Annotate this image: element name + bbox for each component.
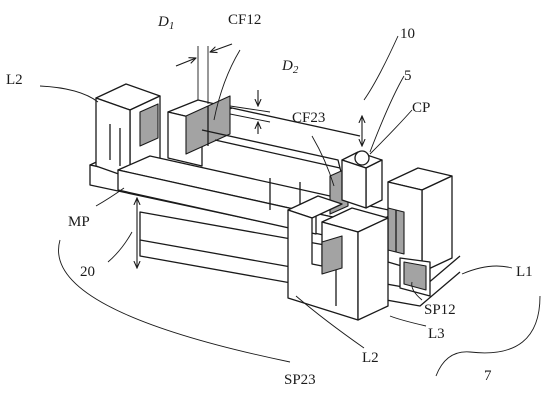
right-side-block	[387, 167, 453, 297]
cantilever-post	[341, 150, 383, 209]
label-cf23: CF23	[292, 110, 325, 126]
label-l2-bottom: L2	[362, 350, 379, 366]
label-cp: CP	[412, 100, 430, 116]
label-20: 20	[80, 264, 95, 280]
label-d2: D2	[281, 58, 299, 76]
label-mp: MP	[68, 214, 90, 230]
label-sp23: SP23	[284, 372, 316, 388]
label-7: 7	[484, 368, 492, 384]
front-u-block	[287, 195, 389, 321]
label-sp12: SP12	[424, 302, 456, 318]
label-cf12: CF12	[228, 12, 261, 28]
label-l1: L1	[516, 264, 533, 280]
label-l2-top: L2	[6, 72, 23, 88]
dimension-d1	[175, 43, 233, 104]
cf12-plate	[167, 95, 233, 167]
label-5: 5	[404, 68, 412, 84]
label-10: 10	[400, 26, 415, 42]
label-d1: D1	[157, 14, 174, 32]
labels: D1 CF12 10 D2 5 L2 CP CF23 MP 20 L1 SP12…	[6, 12, 533, 388]
contact-point-sphere	[354, 150, 370, 166]
leader-lines	[39, 35, 541, 377]
label-l3: L3	[428, 326, 445, 342]
dimension-d2	[229, 90, 271, 134]
